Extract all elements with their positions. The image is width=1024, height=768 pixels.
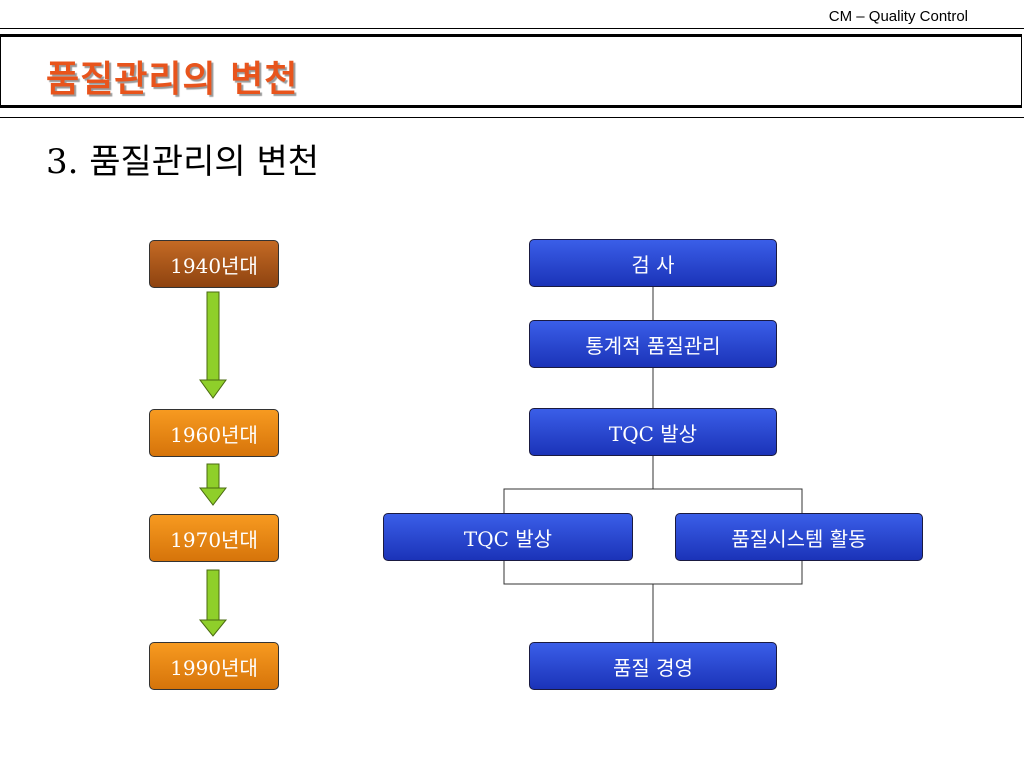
subtitle: 3. 품질관리의 변천 [46,142,320,182]
arrow-1970-1990 [198,569,228,637]
era-1940: 1940년대 [149,240,279,288]
stage-tqc-2: TQC 발상 [383,513,633,561]
title-box [0,34,1022,108]
header-label: CM – Quality Control [828,8,968,25]
top-rule [0,28,1024,29]
stage-quality-management: 품질 경영 [529,642,777,690]
era-1990: 1990년대 [149,642,279,690]
stage-tqc: TQC 발상 [529,408,777,456]
stage-statistical-qc: 통계적 품질관리 [529,320,777,368]
arrow-1960-1970 [198,463,228,506]
stage-inspection: 검 사 [529,239,777,287]
stage-quality-system: 품질시스템 활동 [675,513,923,561]
arrow-1940-1960 [199,291,227,399]
page-title: 품질관리의 변천 [46,59,299,100]
era-1960: 1960년대 [149,409,279,457]
bottom-rule [0,117,1024,118]
era-1970: 1970년대 [149,514,279,562]
